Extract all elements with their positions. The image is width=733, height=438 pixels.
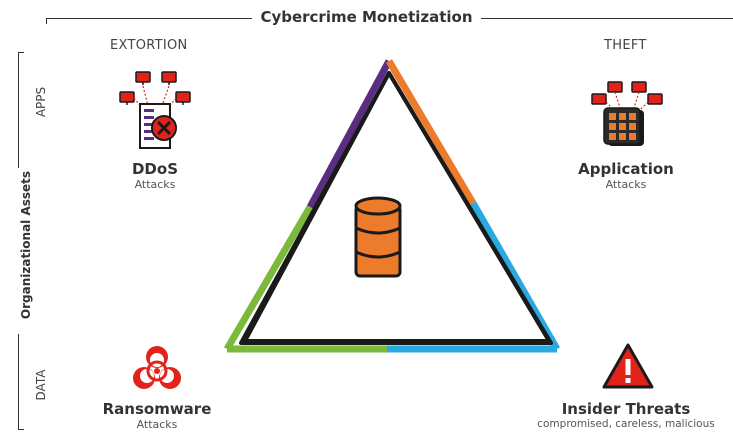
axis-label-data: DATA (34, 369, 48, 401)
application-title: Application (578, 160, 674, 178)
insider-threats-label: Insider Threats compromised, careless, m… (520, 400, 732, 430)
diagram-title: Cybercrime Monetization (0, 8, 733, 26)
column-label-extortion: EXTORTION (110, 38, 188, 53)
title-rule-left-tick (46, 18, 47, 24)
axis-line-bottom (18, 334, 19, 430)
warning-icon (602, 343, 654, 389)
biohazard-icon (133, 346, 181, 389)
axis-line-bottom-tick (18, 429, 24, 430)
ddos-title: DDoS (131, 160, 178, 178)
ransomware-label: Ransomware Attacks (92, 400, 222, 431)
triangle-edge-blue-right (469, 201, 561, 351)
insider-threats-title: Insider Threats (561, 400, 691, 418)
ddos-icon (119, 71, 191, 149)
database-icon (354, 196, 402, 278)
application-icon (591, 81, 663, 146)
triangle-edge-purple (306, 59, 393, 209)
ransomware-title: Ransomware (102, 400, 212, 418)
application-subtitle: Attacks (605, 178, 647, 191)
axis-label-apps: APPS (34, 86, 48, 118)
ransomware-subtitle: Attacks (136, 418, 178, 431)
application-label: Application Attacks (556, 160, 696, 191)
axis-label-organizational-assets: Organizational Assets (19, 170, 33, 320)
axis-line-top-tick (18, 52, 24, 53)
ddos-label: DDoS Attacks (95, 160, 215, 191)
ddos-subtitle: Attacks (134, 178, 176, 191)
triangle-edge-green-left (223, 205, 314, 351)
triangle-edge-orange (385, 59, 477, 205)
axis-line-top (18, 52, 19, 168)
column-label-theft: THEFT (604, 38, 647, 53)
insider-threats-subtitle: compromised, careless, malicious (537, 418, 715, 430)
